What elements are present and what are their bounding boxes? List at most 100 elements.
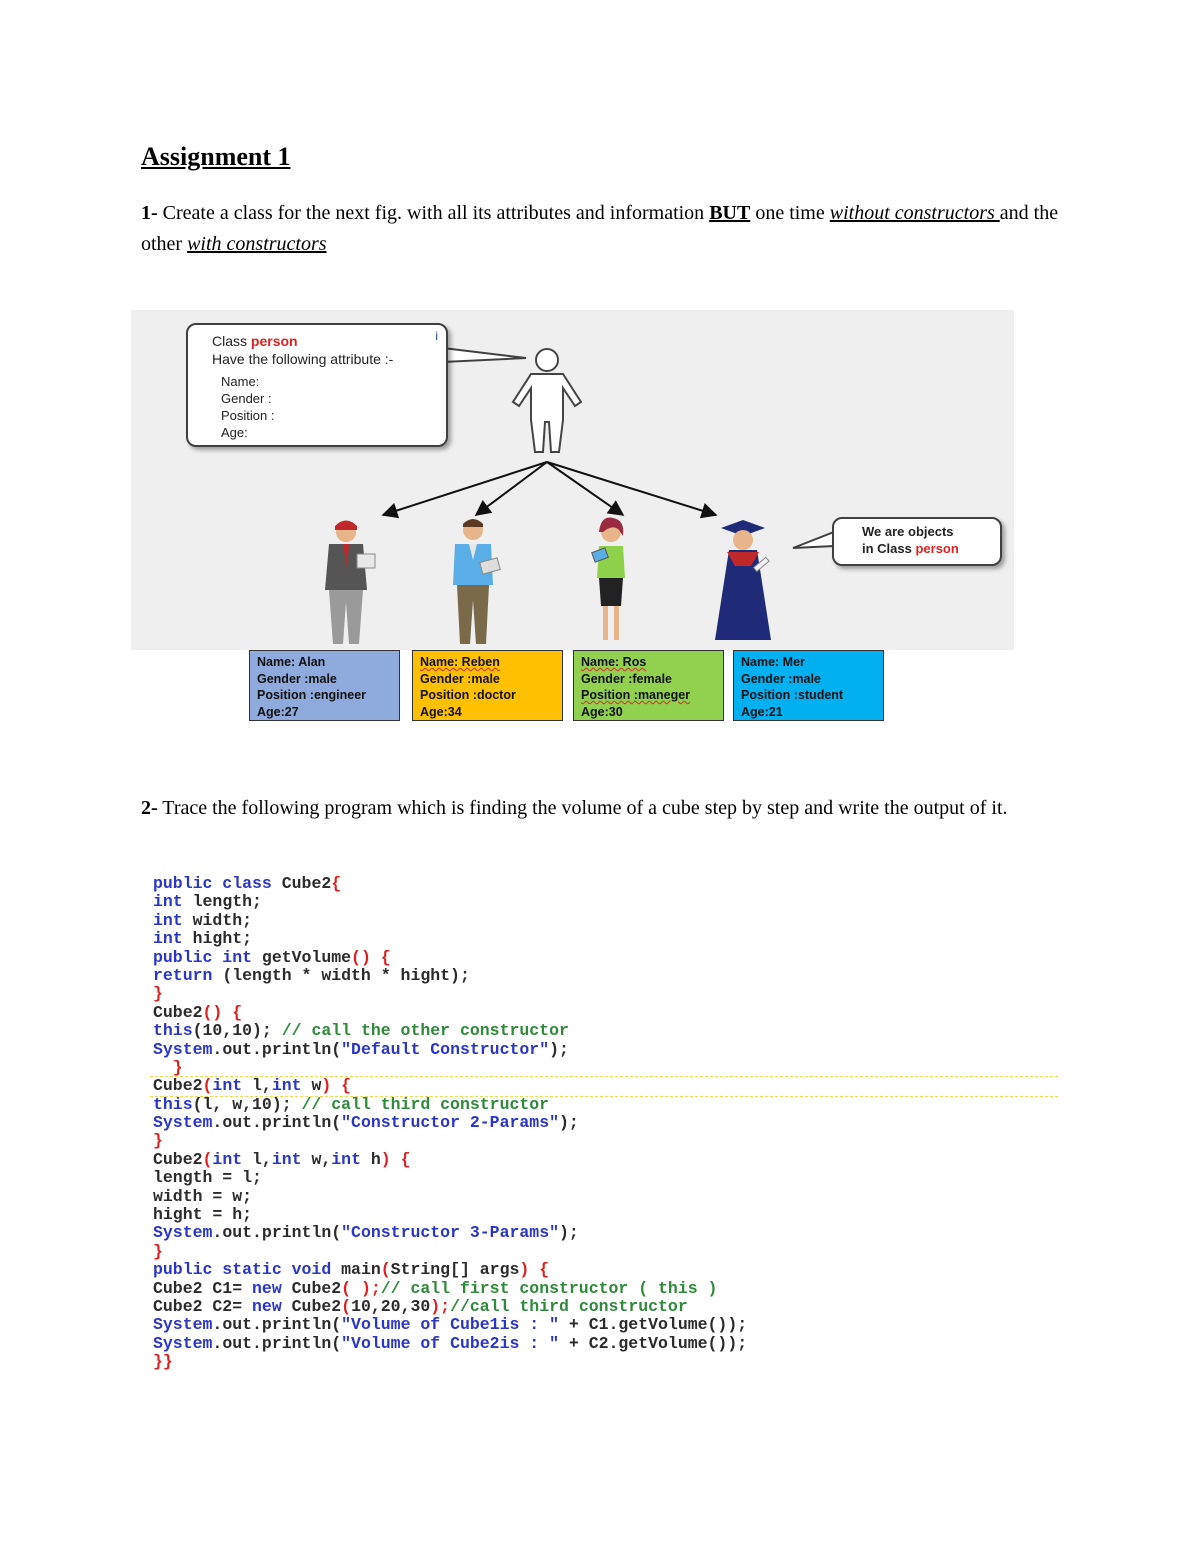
code-line: length = l;: [153, 1169, 747, 1187]
code-line: Cube2(int l,int w,int h) {: [153, 1149, 747, 1169]
code-token: public static void: [153, 1260, 342, 1280]
code-line: System.out.println("Volume of Cube1is : …: [153, 1316, 747, 1334]
code-token: int: [271, 1149, 312, 1169]
code-token: Cube2 C2=: [153, 1296, 253, 1316]
code-token: public class: [153, 874, 282, 893]
code-line: }: [153, 985, 747, 1003]
question-1-number: 1-: [141, 202, 158, 224]
code-token: new: [252, 1296, 292, 1316]
code-token: .out.println(: [212, 1223, 342, 1243]
card-position: Position :engineer: [257, 688, 367, 702]
code-token: int: [153, 910, 193, 930]
code-token: }: [153, 1241, 163, 1261]
code-token: ( );: [341, 1278, 381, 1298]
objects-bubble: We are objects in Class person: [832, 517, 1002, 566]
code-token: Cube2: [153, 1002, 203, 1022]
object-card-mer: Name: Mer Gender :male Position :student…: [733, 650, 884, 721]
card-name: Name: Reben: [420, 655, 500, 669]
code-line: hight = h;: [153, 1205, 747, 1225]
code-token: Cube2: [153, 1076, 203, 1096]
code-token: // call third constructor: [301, 1094, 550, 1114]
doctor-figure: [453, 519, 501, 644]
code-token: new: [252, 1278, 292, 1298]
code-token: (: [202, 1149, 213, 1169]
code-token: width = w;: [153, 1186, 253, 1206]
code-token: );: [559, 1113, 579, 1133]
code-line: return (length * width * hight);: [153, 965, 747, 985]
code-token: l,: [252, 1076, 272, 1096]
attribute-age: Age:: [221, 425, 248, 440]
card-age: Age:34: [420, 704, 462, 719]
arrow-to-ros: [546, 461, 625, 516]
class-attribute-list: Name: Gender : Position : Age:: [221, 373, 274, 441]
bubble-tail-class: [442, 346, 527, 364]
card-age: Age:30: [581, 704, 623, 719]
code-token: hight;: [192, 929, 253, 949]
code-line: public static void main(String[] args) {: [153, 1261, 747, 1279]
page-title: Assignment 1: [141, 142, 291, 171]
card-name: Name: Ros: [581, 655, 647, 669]
code-listing: public class Cube2{int length;int width;…: [153, 874, 747, 1372]
code-token: System: [153, 1039, 213, 1059]
question-1-without: without constructors: [829, 202, 1000, 224]
class-prefix: Class: [212, 333, 251, 349]
code-token: Cube2: [291, 1296, 342, 1316]
arrow-to-mer: [546, 461, 718, 519]
code-line: }: [153, 1058, 747, 1077]
code-token: w: [311, 1076, 322, 1096]
code-token: int: [212, 1149, 253, 1169]
code-token: Cube2: [281, 874, 332, 893]
code-token: int: [153, 929, 193, 949]
code-token: ) {: [519, 1260, 550, 1280]
code-token: width;: [192, 910, 253, 930]
code-token: (: [202, 1076, 213, 1096]
card-age: Age:21: [741, 704, 783, 719]
question-1-text-b: one time: [750, 202, 830, 224]
code-token: "Constructor 3-Params": [341, 1223, 559, 1243]
code-line: }: [153, 1241, 747, 1261]
code-token: "Volume of Cube2is : ": [341, 1333, 559, 1353]
code-token: "Volume of Cube1is : ": [341, 1315, 559, 1335]
objects-line-1: We are objects: [862, 524, 954, 539]
class-name: person: [250, 333, 298, 349]
code-line: System.out.println("Constructor 3-Params…: [153, 1224, 747, 1242]
code-token: (10,10);: [192, 1021, 282, 1041]
code-token: l,: [252, 1149, 272, 1169]
card-name: Name: Mer: [741, 655, 805, 669]
code-line: }: [153, 1132, 747, 1150]
objects-line-2: in Class person: [862, 541, 959, 556]
code-token: (l, w,10);: [192, 1094, 302, 1114]
code-token: (length * width * hight);: [222, 965, 470, 985]
question-1: 1- Create a class for the next fig. with…: [141, 198, 1061, 260]
code-token: w,: [311, 1149, 332, 1169]
bubble-tail-objects: [792, 530, 835, 549]
class-person-bubble: Class person Have the following attribut…: [186, 323, 448, 447]
code-token: ) {: [380, 1149, 411, 1169]
code-line: Cube2(int l,int w) {: [153, 1077, 747, 1095]
card-position: Position :student: [741, 688, 844, 702]
question-1-but: BUT: [709, 202, 751, 224]
arrow-to-reben: [474, 461, 548, 516]
code-token: () {: [351, 947, 391, 967]
code-token: .out.println(: [212, 1315, 342, 1335]
arrow-to-alan: [381, 461, 548, 519]
code-line: public int getVolume() {: [153, 947, 747, 967]
figure-drawing: [325, 346, 835, 644]
code-token: hight = h;: [153, 1205, 253, 1225]
card-gender: Gender :male: [420, 671, 500, 686]
code-token: System: [153, 1333, 213, 1353]
code-token: 10,20,30: [351, 1296, 431, 1316]
question-2: 2- Trace the following program which is …: [141, 793, 1071, 824]
code-token: .out.println(: [212, 1333, 342, 1353]
person-outline-icon: [511, 348, 583, 453]
object-card-ros: Name: Ros Gender :female Position :maneg…: [573, 650, 724, 721]
code-token: );: [549, 1039, 569, 1059]
code-line: }}: [153, 1352, 747, 1371]
code-line: int hight;: [153, 929, 747, 949]
code-token: int: [212, 1076, 253, 1096]
code-token: (: [341, 1296, 352, 1316]
code-token: "Default Constructor": [341, 1039, 550, 1059]
card-gender: Gender :male: [257, 671, 337, 686]
code-token: this: [153, 1094, 193, 1114]
code-token: //call third constructor: [450, 1296, 688, 1316]
